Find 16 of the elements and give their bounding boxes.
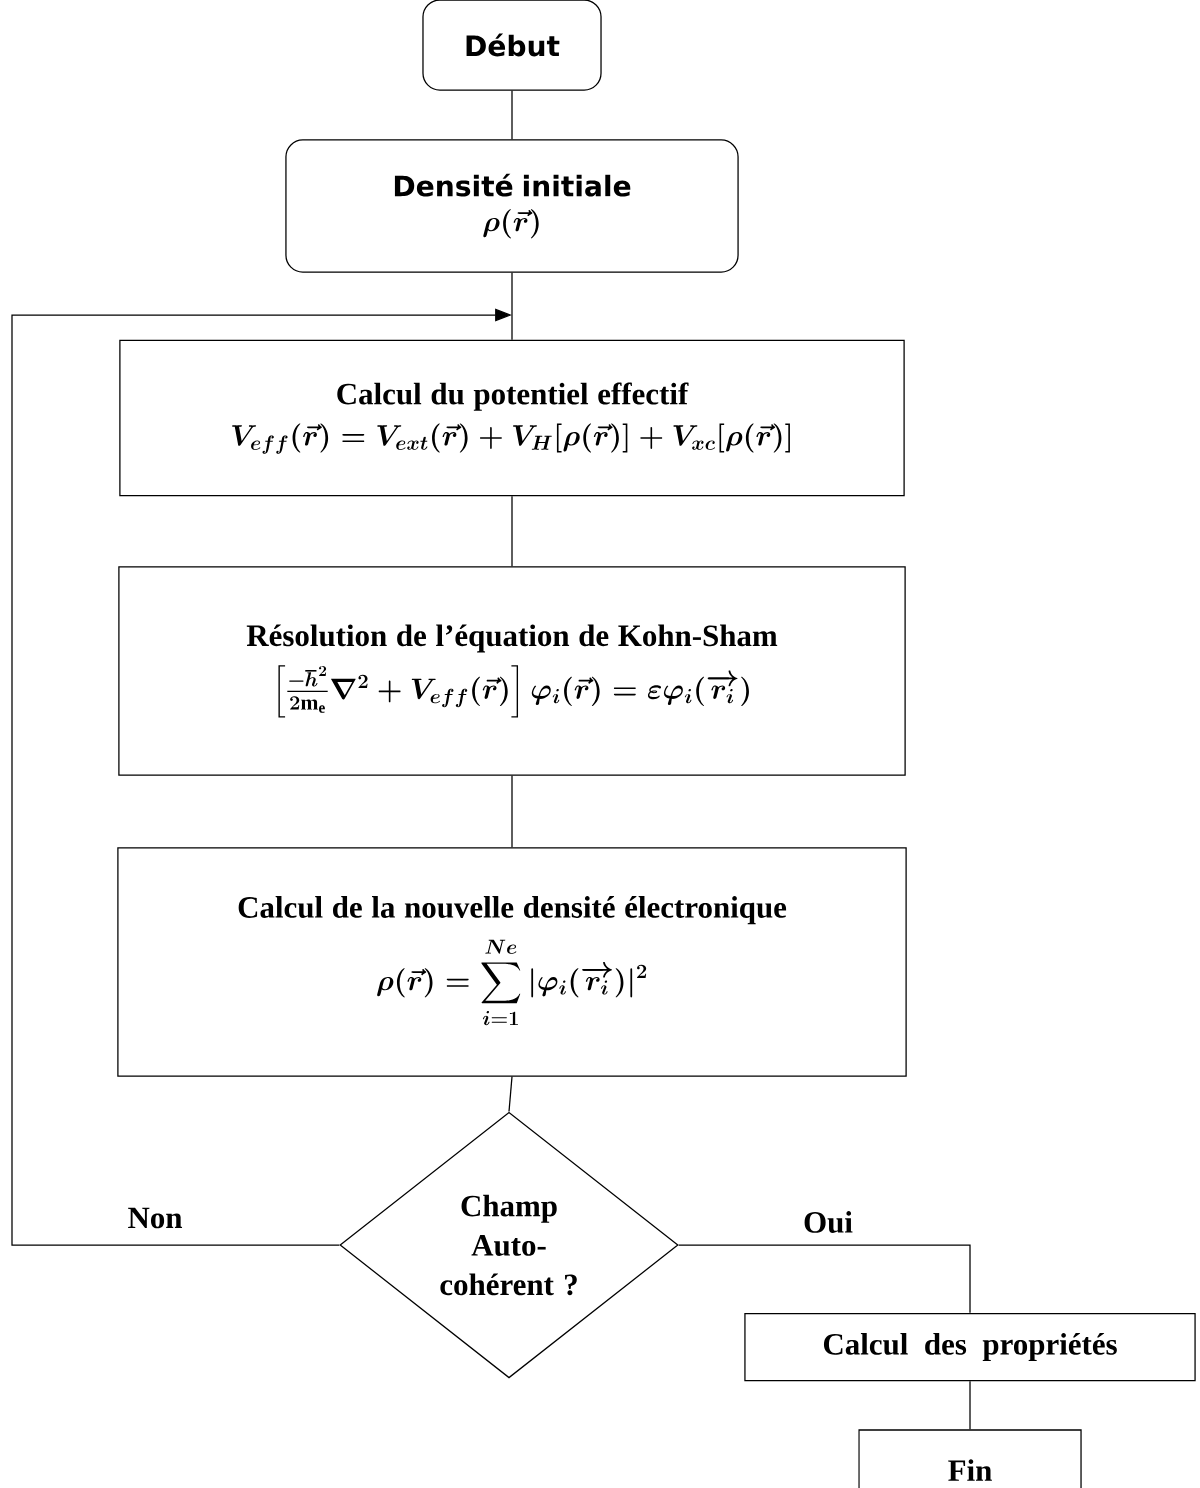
connector-line [511, 775, 513, 848]
process-box: Calcul des propriétés [744, 1312, 1196, 1382]
connector-line [508, 1076, 513, 1113]
connector-line [678, 1244, 971, 1314]
edge-label: Non [128, 1207, 183, 1229]
start-box: Début [422, 0, 602, 91]
process-box: Calcul du potentiel effectif $V_{eff}(\vec{r}) = V_{ext}(\vec{r}) + V_{H}[\rho(\vec{r})] + V_{xc}[\rho(\vec{r})]$ [119, 339, 905, 497]
connector-line [511, 90, 513, 140]
process-box: Fin [858, 1429, 1082, 1488]
connector-line [511, 272, 513, 341]
process-box: Résolution de l’équation de Kohn-Sham $\left[\frac{-\hbar^{2}}{2\mathrm{m_e}}\nabla^{2} + V_{eff}(\vec{r})\right]\varphi_{i}(\vec{r}) = \varepsilon\varphi_{i}(\overrightarrow{r_{i}})$ [118, 566, 906, 776]
process-box: Calcul de la nouvelle densité électronique $\rho(\vec{r}) = \sum_{i=1}^{Ne}|\varphi_{i}(\overrightarrow{r_{i}})|^{2}$ [117, 847, 907, 1077]
edge-label: Oui [804, 1211, 853, 1233]
connector-line [511, 495, 513, 567]
start-box: Densité initiale $\rho(\vec{r})$ [285, 139, 739, 273]
connector-line [969, 1380, 971, 1430]
